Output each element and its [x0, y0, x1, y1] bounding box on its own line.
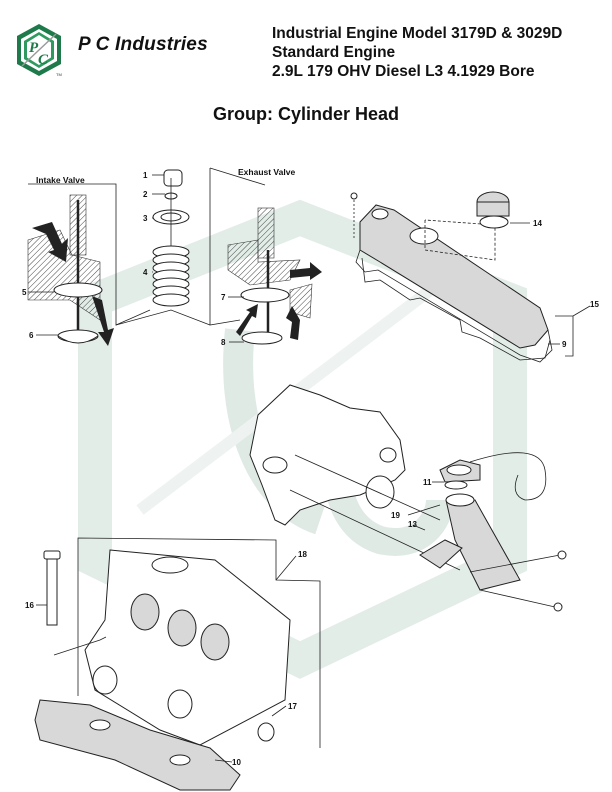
logo-letter-p: P — [29, 40, 39, 56]
exhaust-valve-label: Exhaust Valve — [238, 167, 295, 177]
brand-name: P C Industries — [78, 34, 208, 55]
engine-type-line: Standard Engine — [272, 44, 396, 61]
callout-19: 19 — [391, 511, 400, 520]
callout-1: 1 — [143, 171, 148, 180]
callout-5: 5 — [22, 288, 27, 297]
intake-valve-group: Intake Valve 5 6 — [22, 175, 151, 346]
rocker-cover-group: 14 15 9 — [350, 191, 599, 363]
cylinder-head-group: 18 10 16 17 — [25, 537, 321, 791]
callout-18: 18 — [298, 550, 307, 559]
callout-14: 14 — [533, 219, 542, 228]
callout-8: 8 — [221, 338, 226, 347]
callout-7: 7 — [221, 293, 226, 302]
logo-trademark: TM — [56, 72, 62, 77]
callout-17: 17 — [288, 702, 297, 711]
spring-coils — [152, 245, 190, 307]
callout-11: 11 — [423, 478, 432, 487]
callout-2: 2 — [143, 190, 148, 199]
callout-4: 4 — [143, 268, 148, 277]
logo-letter-c: C — [38, 52, 49, 68]
callout-13: 13 — [408, 520, 417, 529]
engine-spec-line: 2.9L 179 OHV Diesel L3 4.1929 Bore — [272, 63, 535, 80]
callout-10: 10 — [232, 758, 241, 767]
callout-9: 9 — [562, 340, 567, 349]
callout-3: 3 — [143, 214, 148, 223]
gear-housing-group: 11 19 13 — [249, 384, 567, 612]
engine-model-line: Industrial Engine Model 3179D & 3029D — [272, 25, 563, 42]
cylinder-head-exploded-diagram: Intake Valve 5 6 1 2 3 — [22, 167, 599, 791]
callout-16: 16 — [25, 601, 34, 610]
group-title: Group: Cylinder Head — [212, 104, 400, 124]
exhaust-valve-group: Exhaust Valve 7 8 — [209, 167, 322, 347]
valve-spring-stack: 1 2 3 4 — [115, 169, 211, 326]
intake-valve-label: Intake Valve — [36, 175, 85, 185]
callout-15: 15 — [590, 300, 599, 309]
engine-title-block: Industrial Engine Model 3179D & 3029D St… — [272, 24, 562, 81]
pc-industries-logo-icon: P C TM — [17, 24, 62, 77]
callout-6: 6 — [29, 331, 34, 340]
